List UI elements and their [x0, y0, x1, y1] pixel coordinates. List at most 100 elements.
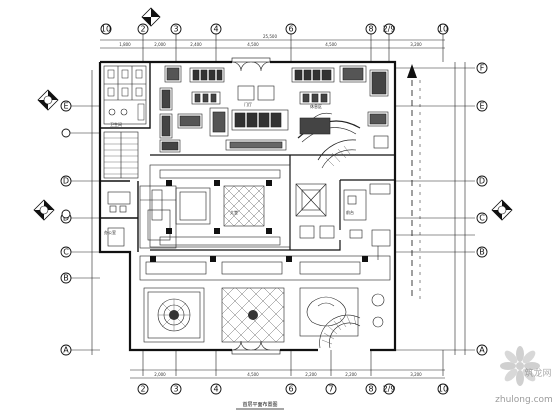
elevation-marker-left-2	[33, 199, 55, 221]
elevation-marker-top	[141, 7, 161, 27]
right-offices	[343, 183, 391, 260]
diamond-panel-2	[221, 287, 285, 343]
svg-text:4,500: 4,500	[325, 42, 337, 47]
ornamental-ceiling-3	[299, 287, 359, 337]
index-bubble-left-1	[61, 128, 100, 138]
room-labels: 卫生间 办公室 门厅 大堂 休息区 前台	[104, 101, 354, 235]
svg-text:2,000: 2,000	[154, 42, 166, 47]
grid-bubble-top-3: 3	[170, 23, 182, 35]
svg-text:A: A	[63, 346, 69, 355]
grid-bubble-bottom-2: 3	[170, 383, 182, 395]
grid-bubble-top-6: 8	[365, 23, 377, 35]
svg-text:10: 10	[101, 25, 111, 34]
svg-text:办公室: 办公室	[104, 229, 116, 235]
svg-text:6: 6	[288, 25, 293, 34]
svg-text:8: 8	[368, 25, 373, 34]
svg-text:6: 6	[288, 385, 293, 394]
svg-text:卫生间: 卫生间	[110, 121, 122, 127]
svg-text:2,200: 2,200	[305, 372, 317, 377]
grid-bubbles-bottom: 2 3 4 6 7 8 2/9 10	[137, 383, 449, 395]
grid-bubble-top-5: 6	[285, 23, 297, 35]
index-bubble-left-2	[61, 209, 71, 219]
grid-bubble-right-1: F	[476, 62, 488, 74]
grid-bubble-top-4: 4	[210, 23, 222, 35]
svg-text:休息区: 休息区	[310, 103, 322, 109]
svg-text:B: B	[63, 274, 69, 283]
lounge-area	[159, 65, 389, 169]
svg-text:4: 4	[213, 385, 218, 394]
svg-text:10: 10	[438, 25, 448, 34]
grid-bubble-left-4: C	[60, 246, 72, 258]
grid-bubble-left-6: A	[60, 344, 72, 356]
grid-bubble-top-1: 10	[100, 23, 112, 35]
hall-ceiling	[149, 164, 291, 248]
svg-text:筑龙网: 筑龙网	[524, 367, 551, 379]
ornamental-ceiling-1	[143, 287, 205, 343]
watermark: 筑龙网 zhulong.com	[495, 346, 553, 405]
svg-text:2: 2	[140, 25, 145, 34]
svg-text:10: 10	[438, 385, 448, 394]
svg-text:D: D	[63, 177, 69, 186]
grid-bubbles-left: E D D C B A	[60, 100, 72, 356]
svg-text:3: 3	[173, 25, 178, 34]
svg-text:B: B	[479, 248, 485, 257]
grid-bubble-bottom-3: 4	[210, 383, 222, 395]
svg-text:门厅: 门厅	[244, 101, 252, 107]
svg-text:3,200: 3,200	[410, 372, 422, 377]
grid-bubble-right-6: A	[476, 344, 488, 356]
svg-text:C: C	[63, 248, 69, 257]
lower-hall	[139, 255, 391, 349]
elevator-core	[295, 183, 335, 239]
svg-text:2,200: 2,200	[345, 372, 357, 377]
elevation-marker-left-1	[37, 89, 59, 111]
left-office	[107, 185, 177, 249]
grid-bubble-right-2: E	[476, 100, 488, 112]
svg-text:2,400: 2,400	[190, 42, 202, 47]
grid-bubble-bottom-8: 10	[437, 383, 449, 395]
svg-text:2/9: 2/9	[383, 25, 396, 34]
elevation-marker-right	[491, 199, 513, 221]
elevation-markers	[33, 7, 513, 221]
grid-bubbles-right: F E D C B A	[476, 62, 488, 356]
grid-bubble-left-1: E	[60, 100, 72, 112]
grid-bubble-bottom-5: 7	[325, 383, 337, 395]
svg-text:2/9: 2/9	[383, 385, 396, 394]
svg-text:F: F	[480, 64, 485, 73]
reception-desk	[297, 112, 361, 169]
svg-text:4: 4	[213, 25, 218, 34]
grid-bubble-top-8: 10	[437, 23, 449, 35]
grid-lines: 1,800 2,000 2,400 4,500 4,500 3,200 25,5…	[70, 34, 475, 379]
svg-text:4,500: 4,500	[247, 372, 259, 377]
grid-bubble-left-5: B	[60, 272, 72, 284]
grid-bubbles-top: 10 2 3 4 6 8 2/9 10	[100, 23, 449, 35]
watermark-logo-icon	[500, 346, 540, 386]
exterior-walls	[98, 57, 397, 355]
restroom-area	[103, 65, 147, 125]
svg-text:3: 3	[173, 385, 178, 394]
svg-text:25,500: 25,500	[263, 34, 277, 39]
svg-text:2: 2	[140, 385, 145, 394]
svg-text:3,200: 3,200	[410, 42, 422, 47]
svg-text:前台: 前台	[346, 209, 354, 215]
direction-arrow	[407, 64, 421, 300]
diamond-panel-1	[223, 185, 265, 227]
svg-text:首层平面布置图: 首层平面布置图	[242, 401, 277, 408]
grid-bubble-top-2: 2	[137, 23, 149, 35]
svg-text:C: C	[479, 214, 485, 223]
grid-bubble-bottom-7: 2/9	[383, 383, 396, 395]
grid-bubble-bottom-1: 2	[137, 383, 149, 395]
svg-text:zhulong.com: zhulong.com	[495, 395, 553, 405]
entry-door-bottom	[231, 340, 281, 355]
grid-bubble-right-4: C	[476, 212, 488, 224]
grid-bubble-right-3: D	[476, 175, 488, 187]
grid-bubble-bottom-6: 8	[365, 383, 377, 395]
grid-bubble-bottom-4: 6	[285, 383, 297, 395]
grid-bubble-left-2: D	[60, 175, 72, 187]
svg-text:E: E	[479, 102, 484, 111]
svg-text:4,500: 4,500	[247, 42, 259, 47]
entry-door-top	[231, 57, 271, 72]
grid-bubble-right-5: B	[476, 246, 488, 258]
svg-text:E: E	[63, 102, 68, 111]
grid-bubble-top-7: 2/9	[383, 23, 396, 35]
